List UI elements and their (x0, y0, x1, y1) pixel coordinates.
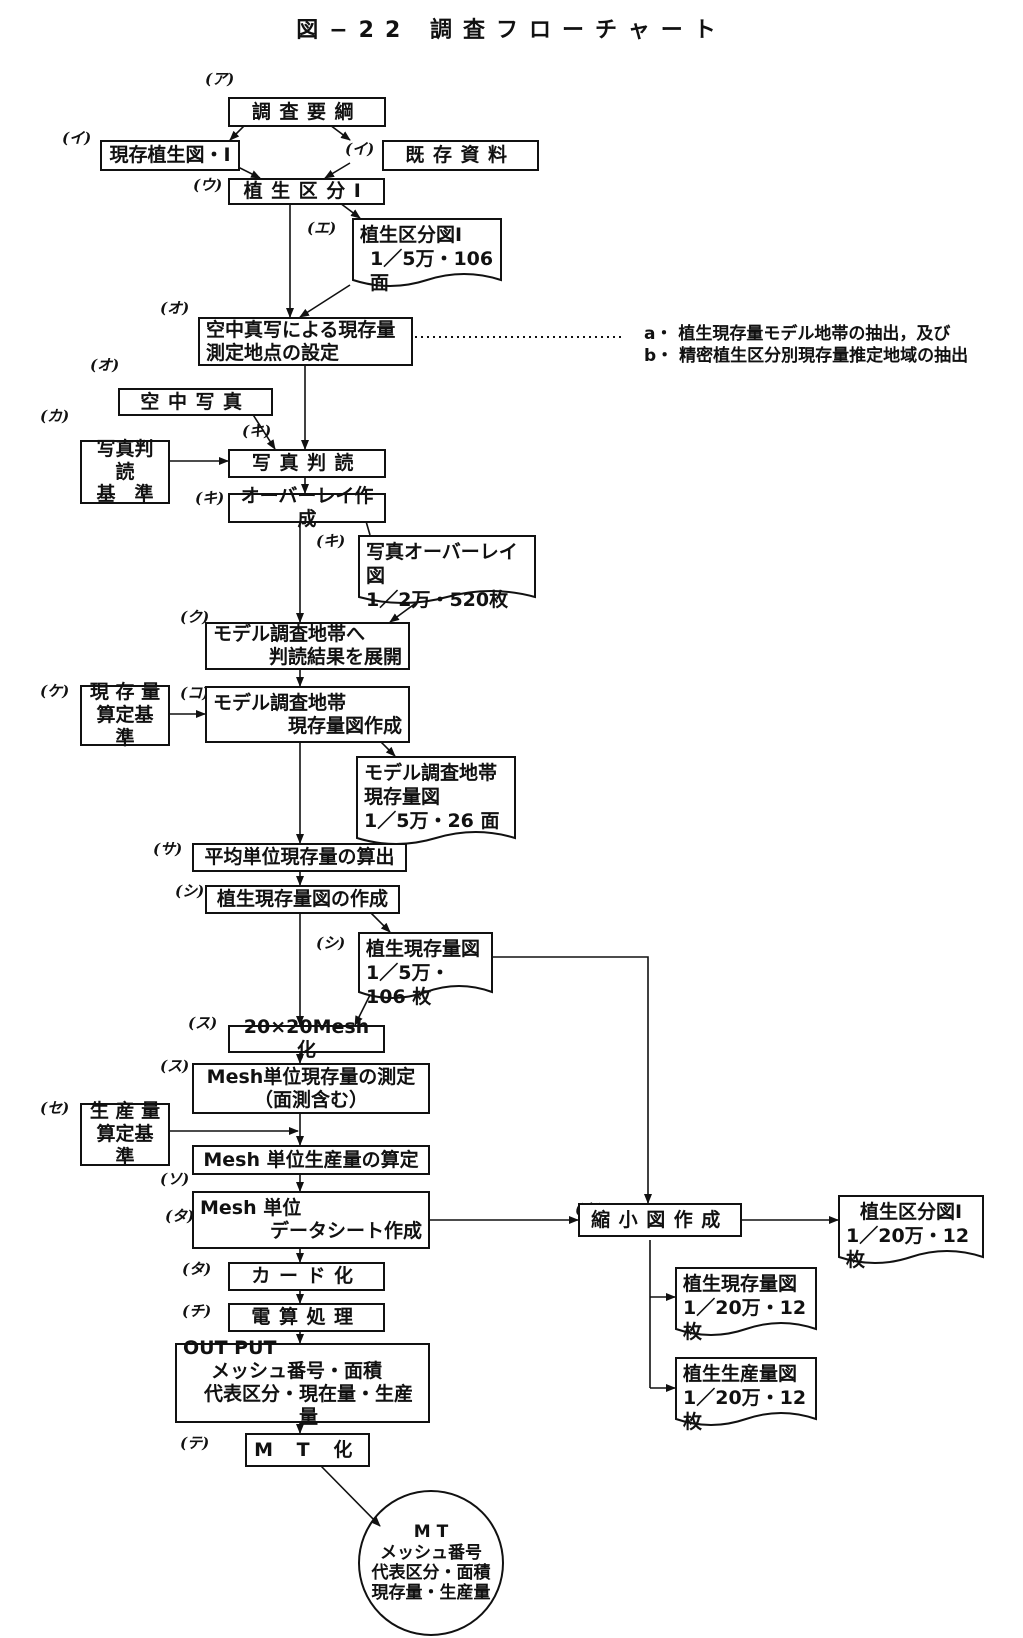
label-so: (ソ) (160, 1170, 190, 1188)
label-i-right: (イ) (345, 140, 375, 158)
box-stock-criteria: 現 存 量 算定基準 (80, 681, 170, 749)
box-survey-outline: 調査要綱 (228, 97, 386, 127)
doc-photo-overlay-line2: 1／2万・520枚 (366, 588, 509, 611)
label-ku: (ク) (180, 608, 210, 626)
box-veg-class: 植生区分Ⅰ (228, 178, 385, 205)
label-i-left: (イ) (62, 129, 92, 147)
box-mt: M T 化 (245, 1433, 370, 1467)
label-se: (セ) (40, 1099, 70, 1117)
box-avg-stock: 平均単位現存量の算出 (192, 843, 407, 872)
label-u: (ウ) (193, 176, 223, 194)
stock-criteria-line1: 現 存 量 (89, 681, 161, 704)
mesh-measure-line2: （面測含む） (253, 1088, 368, 1111)
label-ke: (ケ) (40, 682, 70, 700)
label-shi-1: (シ) (175, 882, 205, 900)
label-te: (テ) (180, 1434, 210, 1452)
label-o-2: (オ) (90, 356, 120, 374)
photo-criteria-line2: 基 準 (96, 483, 154, 506)
doc-prod-20-line2: 1／20万・12枚 (683, 1386, 807, 1433)
stock-criteria-line2: 算定基準 (96, 704, 154, 749)
output-line1: OUT PUT (183, 1337, 277, 1360)
box-current-veg-map: 現存植生図・Ⅰ (100, 140, 240, 171)
label-ka: (カ) (40, 407, 70, 425)
mesh-measure-line1: Mesh単位現存量の測定 (206, 1065, 416, 1088)
mt-circle-line4: 現存量・生産量 (371, 1583, 491, 1604)
box-photo-interp: 写真判読 (228, 449, 386, 478)
box-mesh-measure: Mesh単位現存量の測定 （面測含む） (192, 1063, 430, 1114)
doc-veg-class-map-line2: 1／5万・106 面 (370, 247, 494, 294)
label-chi: (チ) (182, 1302, 212, 1320)
model-expand-line1: モデル調査地帯へ (213, 623, 366, 646)
doc-veg-stock-line2: 1／5万・ 106 枚 (366, 961, 450, 1008)
box-mesh-prod: Mesh 単位生産量の算定 (192, 1145, 430, 1175)
mt-output-circle: M T メッシュ番号 代表区分・面積 現存量・生産量 (358, 1490, 504, 1636)
label-ta-1: (タ) (165, 1207, 195, 1225)
output-line3: 代表区分・現在量・生産量 (203, 1383, 413, 1428)
label-shi-2: (シ) (316, 934, 346, 952)
model-map-make-line1: モデル調査地帯 (213, 691, 347, 714)
box-model-expand: モデル調査地帯へ 判読結果を展開 (205, 622, 410, 670)
label-e: (エ) (307, 219, 337, 237)
label-su-1: (ス) (188, 1014, 218, 1032)
label-ko: (コ) (180, 684, 210, 702)
box-model-map-make: モデル調査地帯 現存量図作成 (205, 686, 410, 743)
prod-criteria-line1: 生 産 量 (89, 1100, 161, 1123)
doc-veg-class-map-line1: 植生区分図Ⅰ (360, 224, 463, 246)
label-o-1: (オ) (160, 299, 190, 317)
label-a: (ア) (205, 70, 235, 88)
box-mesh-sheet: Mesh 単位 データシート作成 (192, 1191, 430, 1249)
box-aerial-setup: 空中真写による現存量 測定地点の設定 (198, 317, 413, 366)
model-map-make-line2: 現存量図作成 (287, 714, 402, 737)
box-reduce: 縮小図作成 (578, 1203, 742, 1237)
doc-stock-20-line2: 1／20万・12枚 (683, 1296, 807, 1343)
photo-criteria-line1: 写真判読 (96, 437, 154, 483)
aerial-setup-line1: 空中真写による現存量 (206, 318, 396, 341)
mesh-sheet-line1: Mesh 単位 (200, 1197, 302, 1220)
box-aerial-photo: 空中写真 (118, 388, 273, 416)
doc-prod-20-line1: 植生生産量図 (683, 1363, 798, 1385)
mt-circle-line1: M T (413, 1522, 449, 1543)
model-expand-line2: 判読結果を展開 (268, 646, 402, 668)
output-line2: メッシュ番号・面積 (211, 1360, 383, 1383)
box-card: カード化 (228, 1262, 385, 1291)
doc-veg-stock-line1: 植生現存量図 (366, 938, 481, 960)
box-mesh: 20×20Mesh 化 (228, 1016, 385, 1061)
doc-stock-20-line1: 植生現存量図 (683, 1273, 798, 1295)
mesh-sheet-line2: データシート作成 (269, 1220, 422, 1242)
doc-class-20-line1: 植生区分図Ⅰ (859, 1201, 963, 1223)
box-veg-stock-make: 植生現存量図の作成 (205, 885, 400, 914)
label-ta-2: (タ) (182, 1260, 212, 1278)
box-overlay: オーバーレイ作成 (228, 485, 386, 530)
label-ki-1: (キ) (242, 422, 272, 440)
doc-model-stock-line3: 1／5万・26 面 (364, 809, 500, 832)
figure-title: 図−22 調査フローチャート (296, 18, 727, 43)
box-photo-criteria: 写真判読 基 準 (80, 437, 170, 506)
doc-photo-overlay-line1: 写真オーバーレイ図 (366, 541, 518, 587)
aerial-setup-line2: 測定地点の設定 (206, 341, 340, 364)
label-sa: (サ) (153, 840, 183, 858)
doc-model-stock-line2: 現存量図 (364, 785, 441, 808)
label-ki-2: (キ) (195, 489, 225, 507)
box-compute: 電算処理 (228, 1303, 385, 1332)
prod-criteria-line2: 算定基準 (96, 1123, 154, 1168)
label-su-2: (ス) (160, 1057, 190, 1075)
note-b: b・ 精密植生区分別現存量推定地域の抽出 (644, 346, 969, 366)
doc-class-20-line2: 1／20万・12枚 (846, 1224, 970, 1271)
box-output: OUT PUT メッシュ番号・面積 代表区分・現在量・生産量 (175, 1337, 430, 1428)
mt-circle-line2: メッシュ番号 (380, 1542, 482, 1563)
note-a: a・ 植生現存量モデル地帯の抽出，及び (644, 324, 951, 344)
label-ki-3: (キ) (316, 532, 346, 550)
doc-model-stock-line1: モデル調査地帯 (364, 762, 498, 784)
box-existing-data: 既存資料 (382, 140, 539, 171)
mt-circle-line3: 代表区分・面積 (371, 1563, 491, 1583)
box-prod-criteria: 生 産 量 算定基準 (80, 1100, 170, 1168)
